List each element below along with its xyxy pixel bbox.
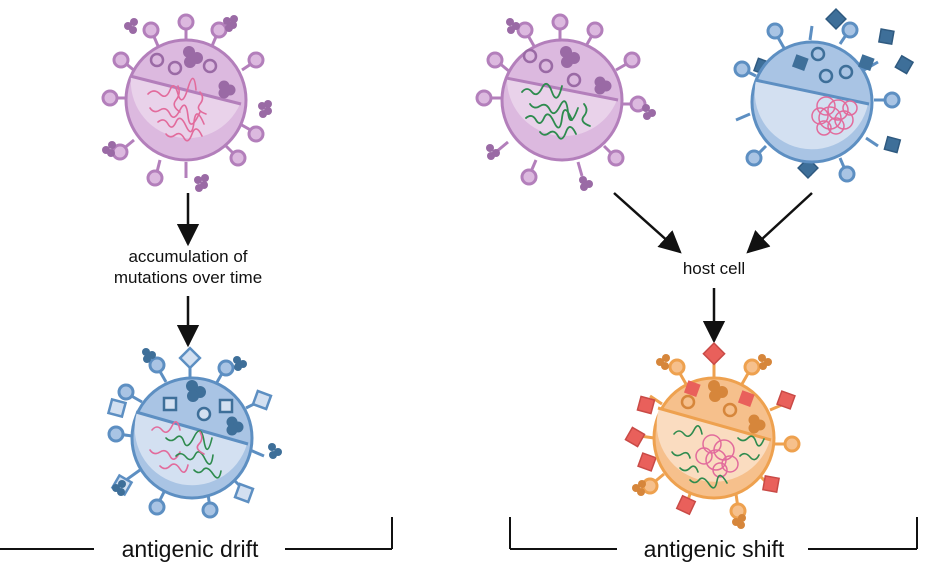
virus-orange-reassortant <box>624 342 801 529</box>
shift-bracket <box>509 517 918 550</box>
antigenic-drift-label: antigenic drift <box>122 536 259 562</box>
drift-step-label-line1: accumulation of <box>128 247 247 266</box>
virus-purple-shift-source <box>475 13 656 191</box>
drift-step-label-line2: mutations over time <box>114 268 262 287</box>
virus-purple-original <box>101 13 272 192</box>
drift-bracket <box>0 517 393 550</box>
virus-blue-drifted <box>106 346 282 519</box>
arrow-shift-left <box>613 192 682 254</box>
virus-blue-shift-source <box>733 8 915 183</box>
arrow-shift-right <box>746 192 813 254</box>
host-cell-label: host cell <box>683 259 745 278</box>
antigenic-shift-label: antigenic shift <box>644 536 785 562</box>
